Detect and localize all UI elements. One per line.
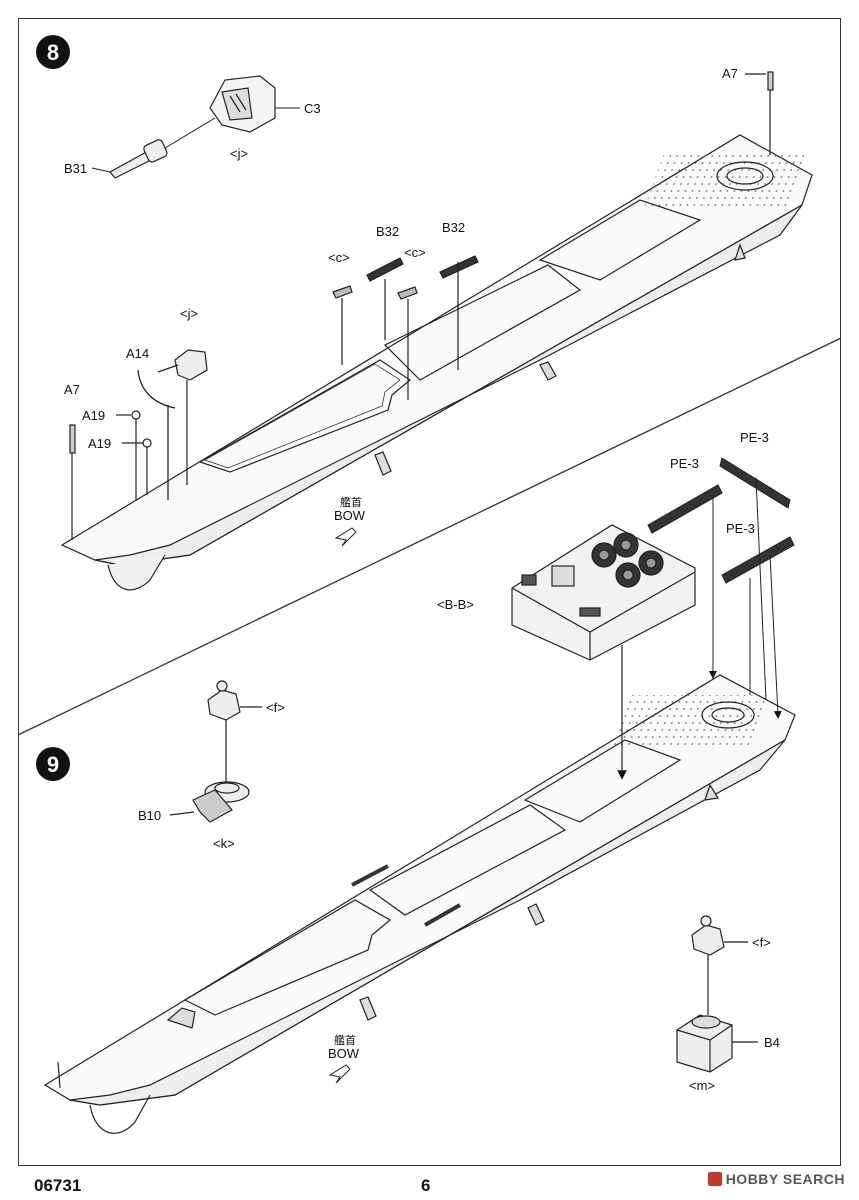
step-8-number: 8 [47,40,59,65]
label-A7-top: A7 [722,66,738,81]
parts-A19 [116,410,152,500]
part-B10 [169,781,250,823]
label-PE3-right: PE-3 [740,430,769,445]
label-B32-left: B32 [376,224,399,239]
leader-b31-label [91,167,111,173]
bow-en-step8: BOW [334,508,366,523]
label-c-left: <c> [328,250,350,265]
bow-indicator-step8: 艦首 BOW [334,495,366,547]
part-A7-left [69,424,76,540]
label-PE3-lower: PE-3 [726,521,755,536]
part-BB-deckhouse [511,524,696,780]
part-A14 [137,369,176,500]
product-code: 06731 [34,1176,82,1195]
bow-jp-step9: 艦首 [334,1033,356,1047]
label-A7-left: A7 [64,382,80,397]
part-B4 [676,1014,758,1073]
part-PE3-strips [647,457,795,719]
part-f-left [207,680,262,785]
step-8-badge [36,35,70,69]
label-A19-lower: A19 [88,436,111,451]
part-j-turret-installed [157,349,208,485]
label-B10: B10 [138,808,161,823]
label-f-right: <f> [752,935,771,950]
page-number: 6 [421,1176,431,1195]
label-j-top: <j> [230,146,248,161]
part-A7-mast-top [745,71,774,155]
step-9-number: 9 [47,752,59,777]
leader-b31 [164,117,216,149]
label-C3: C3 [304,101,321,116]
bow-en-step9: BOW [328,1046,360,1061]
instruction-frame [18,18,841,1166]
bow-indicator-step9: 艦首 BOW [328,1033,360,1084]
label-B32-right: B32 [442,220,465,235]
watermark-logo-icon [707,1172,722,1186]
ship-hull-step9 [43,674,796,1134]
bow-jp-step8: 艦首 [340,495,362,509]
ship-hull-step8 [60,134,813,591]
watermark-text: HOBBY SEARCH [725,1171,845,1187]
part-B31-barrel [109,139,168,179]
label-k: <k> [213,836,235,851]
label-f-left: <f> [266,700,285,715]
section-divider [17,337,842,736]
label-B4: B4 [764,1035,780,1050]
label-PE3-left: PE-3 [670,456,699,471]
watermark: HOBBY SEARCH [707,1171,845,1187]
label-BB: <B-B> [437,597,474,612]
part-C3-turret [209,75,276,133]
step-9-badge [36,747,70,781]
step-8: 8 [36,35,813,591]
part-f-right [691,915,748,1015]
label-A19-upper: A19 [82,408,105,423]
label-B31: B31 [64,161,87,176]
step-9: 9 [36,430,796,1134]
label-m: <m> [689,1078,715,1093]
label-A14: A14 [126,346,149,361]
label-j-mid: <j> [180,306,198,321]
label-c-right: <c> [404,245,426,260]
parts-c-and-b32 [332,255,479,400]
